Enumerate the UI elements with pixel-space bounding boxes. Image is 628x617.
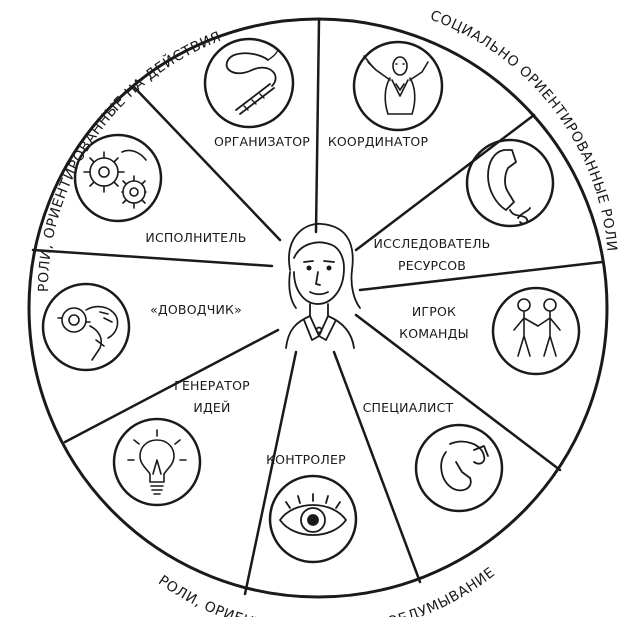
- role-label-controller: КОНТРОЛЕР: [266, 452, 346, 467]
- people-holding-hands-icon: [491, 286, 581, 376]
- role-label-executor: ИСПОЛНИТЕЛЬ: [145, 230, 246, 245]
- arc-label-thinking-roles: РОЛИ, ОРИЕНТИРОВАННЫЕ НА ОБДУМЫВАНИЕ: [155, 564, 498, 617]
- role-label-ideas-line1: ГЕНЕРАТОР: [174, 378, 250, 393]
- role-label-coordinator: КООРДИНАТОР: [328, 134, 429, 149]
- tool-icon: [414, 423, 504, 513]
- role-label-teamplayer-line2: КОМАНДЫ: [399, 326, 469, 341]
- role-label-researcher-line1: ИССЛЕДОВАТЕЛЬ: [374, 236, 491, 251]
- whip-icon: [203, 37, 295, 129]
- woman-portrait-icon: [285, 223, 361, 349]
- eye-icon: [268, 474, 358, 564]
- lightbulb-icon: [112, 417, 202, 507]
- wheel-outer-circle: [27, 17, 609, 599]
- wheel-spokes: [31, 18, 604, 596]
- role-label-specialist: СПЕЦИАЛИСТ: [363, 400, 454, 415]
- role-label-finisher: «ДОВОДЧИК»: [150, 302, 242, 317]
- telephone-icon: [465, 138, 555, 228]
- hand-holding-nut-icon: [41, 282, 131, 372]
- role-label-researcher-line2: РЕСУРСОВ: [398, 258, 466, 273]
- gears-icon: [73, 133, 163, 223]
- role-label-ideas-line2: ИДЕЙ: [193, 400, 230, 415]
- role-label-teamplayer-line1: ИГРОК: [412, 304, 456, 319]
- role-label-organizer: ОРГАНИЗАТОР: [214, 134, 310, 149]
- conductor-icon: [352, 40, 444, 132]
